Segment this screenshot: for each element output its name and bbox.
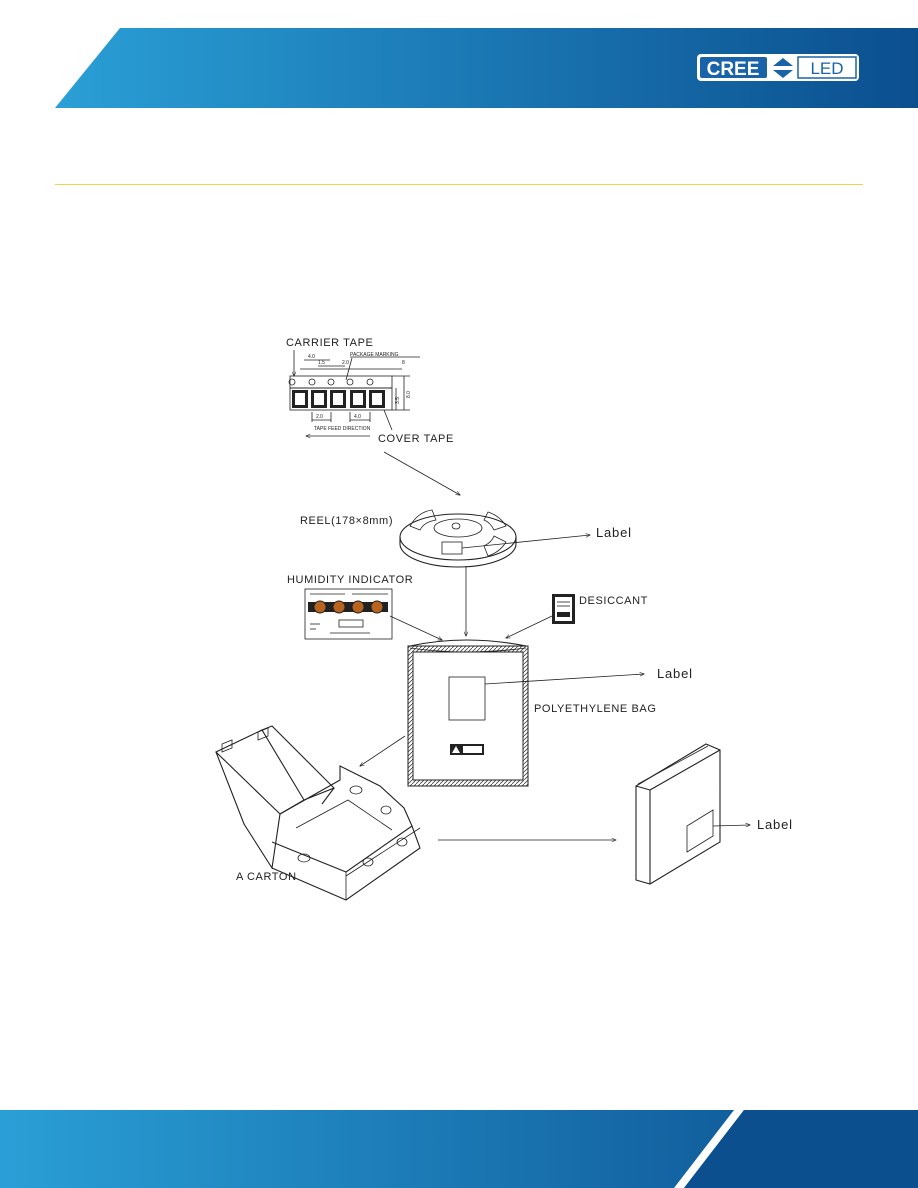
dim-8: 8.0 [406, 391, 412, 398]
logo-text: CREE [707, 59, 760, 80]
carton-closed [635, 743, 721, 885]
carton-open [215, 725, 421, 901]
reel-label: REEL(178×8mm) [300, 515, 393, 527]
footer-banner [0, 1110, 918, 1188]
dim-4: 2.0 [316, 414, 323, 420]
package-marking-label: PACKAGE MARKING [350, 352, 399, 358]
tape-feed-direction-label: TAPE FEED DIRECTION [314, 426, 371, 432]
reel: REEL(178×8mm) [300, 509, 517, 568]
carton-label: A CARTON [236, 871, 297, 883]
desiccant: DESICCANT [552, 594, 648, 624]
bag-label-tag: Label [657, 666, 693, 681]
header-banner: CREE LED [55, 28, 918, 108]
dim-3: 2.0 [342, 360, 349, 366]
dim-6: 8 [402, 360, 405, 366]
humidity-indicator: HUMIDITY INDICATOR [287, 574, 413, 640]
polyethylene-bag [407, 639, 529, 787]
reel-label-tag: Label [596, 525, 632, 540]
carrier-tape-label: CARRIER TAPE [286, 337, 373, 349]
desiccant-label: DESICCANT [579, 595, 648, 607]
cover-tape-label: COVER TAPE [378, 433, 454, 445]
cree-led-logo: CREE LED [697, 54, 859, 81]
dim-2: 4.0 [308, 354, 315, 360]
logo-suffix: LED [810, 59, 843, 78]
logo-chevron-icon [773, 58, 793, 66]
carrier-tape: CARRIER TAPE PACKAGE MARKING 1.5 4.0 2.0 [286, 337, 454, 445]
humidity-indicator-label: HUMIDITY INDICATOR [287, 574, 413, 586]
dim-1: 1.5 [318, 360, 325, 366]
box-label-tag: Label [757, 817, 793, 832]
header-divider [55, 184, 863, 185]
dim-7: 3.5 [395, 397, 401, 404]
polyethylene-bag-label: POLYETHYLENE BAG [534, 703, 657, 715]
packaging-diagram: CARRIER TAPE PACKAGE MARKING 1.5 4.0 2.0 [215, 337, 793, 901]
dim-5: 4.0 [354, 414, 361, 420]
